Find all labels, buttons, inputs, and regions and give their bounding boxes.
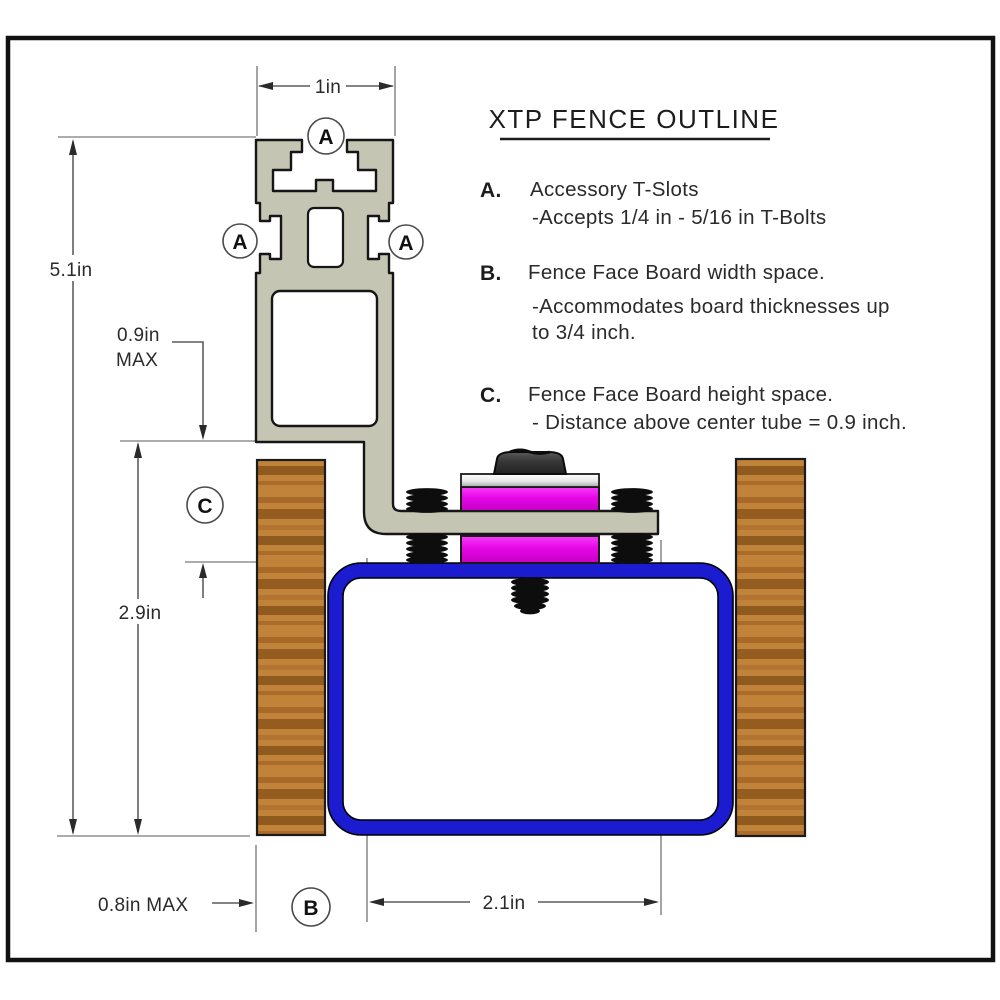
- right-face-board: [734, 457, 807, 838]
- bottom-roller: [460, 535, 600, 564]
- dim-board-thickness: 0.8in MAX: [98, 895, 188, 916]
- callout-b: B: [291, 887, 331, 927]
- right-threaded-stud: [611, 488, 653, 564]
- dim-top-width: 1in: [315, 77, 341, 98]
- callout-a-top: A: [307, 117, 345, 155]
- callout-c: C: [186, 486, 224, 524]
- callout-b-letter: B: [303, 897, 318, 920]
- callout-a-top-letter: A: [318, 126, 333, 149]
- legend-b-line2: -Accommodates board thicknesses up: [532, 295, 890, 318]
- left-threaded-stud: [406, 488, 448, 564]
- legend-b-key: B.: [480, 262, 502, 285]
- fence-extrusion-profile: [254, 138, 660, 536]
- dim-face-width: 2.1in: [483, 893, 526, 914]
- legend: A. Accessory T-Slots -Accepts 1/4 in - 5…: [480, 178, 907, 434]
- dim-max-above-suffix: MAX: [116, 350, 158, 371]
- center-tube: [327, 562, 734, 836]
- dim-overall-height: 5.1in: [50, 260, 93, 281]
- top-roller: [460, 486, 600, 512]
- legend-a-key: A.: [480, 179, 502, 202]
- legend-a-line1: Accessory T-Slots: [530, 178, 699, 201]
- page-title: XTP FENCE OUTLINE: [489, 104, 780, 134]
- dim-tube-space: 2.9in: [119, 603, 162, 624]
- extrusion-outline: [254, 138, 660, 536]
- legend-c-key: C.: [480, 384, 502, 407]
- title-block: XTP FENCE OUTLINE: [489, 104, 780, 141]
- extrusion-neck-hollow: [306, 206, 345, 269]
- bolt-head-top-detail: [509, 448, 551, 455]
- washer: [460, 473, 600, 488]
- callout-a-left: A: [222, 223, 258, 259]
- legend-c-line2: - Distance above center tube = 0.9 inch.: [532, 411, 907, 434]
- legend-a-line2: -Accepts 1/4 in - 5/16 in T-Bolts: [532, 206, 826, 229]
- callout-a-right-letter: A: [398, 232, 413, 255]
- legend-b-line1: Fence Face Board width space.: [528, 261, 825, 284]
- bolt-head: [492, 451, 568, 475]
- dimension-labels: 1in 5.1in 0.9in MAX 2.9in 0.8in MAX 2.1i…: [42, 77, 525, 916]
- left-face-board: [255, 458, 327, 837]
- callout-c-letter: C: [197, 495, 212, 518]
- legend-b-line3: to 3/4 inch.: [532, 321, 636, 344]
- legend-c-line1: Fence Face Board height space.: [528, 383, 833, 406]
- extrusion-body-hollow: [270, 289, 379, 428]
- dim-max-above: 0.9in: [117, 325, 160, 346]
- bottom-set-screw: [511, 577, 549, 615]
- callout-a-right: A: [388, 224, 424, 260]
- callout-a-left-letter: A: [232, 231, 247, 254]
